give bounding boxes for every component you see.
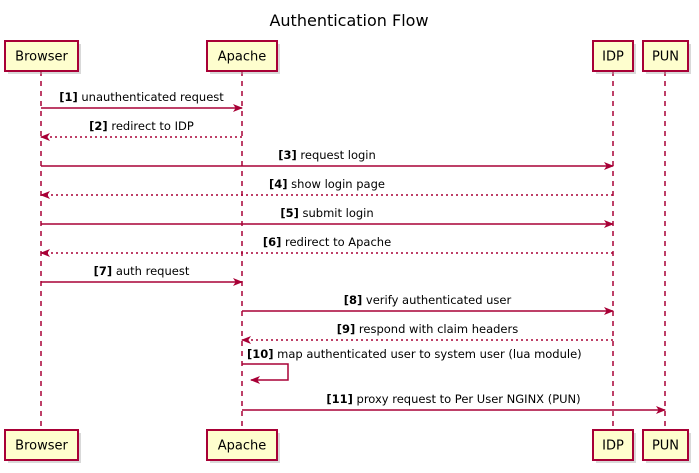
message-text: verify authenticated user (362, 293, 511, 307)
message-label: [5] submit login (280, 206, 373, 220)
message-label: [2] redirect to IDP (89, 119, 194, 133)
participant-foot-idp[interactable]: IDP (592, 429, 636, 463)
message-number: [10] (247, 347, 274, 361)
message-text: map authenticated user to system user (l… (274, 347, 582, 361)
message-3[interactable]: [3] request login (41, 148, 614, 170)
message-10[interactable]: [10] map authenticated user to system us… (242, 347, 582, 384)
message-label: [6] redirect to Apache (263, 235, 391, 249)
message-text: submit login (299, 206, 374, 220)
participant-foot-apache[interactable]: Apache (206, 429, 280, 463)
message-number: [1] (59, 90, 78, 104)
participant-head-browser[interactable]: Browser (4, 40, 81, 74)
participant-box (4, 429, 79, 461)
message-text: unauthenticated request (78, 90, 225, 104)
participant-foot-pun[interactable]: PUN (642, 429, 691, 463)
message-text: redirect to IDP (108, 119, 194, 133)
message-self-loop (242, 363, 289, 384)
message-5[interactable]: [5] submit login (41, 206, 614, 228)
participant-foot-browser[interactable]: Browser (4, 429, 81, 463)
page-title: Authentication Flow (269, 11, 428, 30)
participant-box (592, 40, 634, 72)
message-label: [3] request login (278, 148, 376, 162)
participant-feet-layer: Browser Apache IDP PUN (4, 429, 691, 463)
message-label: [1] unauthenticated request (59, 90, 224, 104)
participant-head-pun[interactable]: PUN (642, 40, 691, 74)
message-number: [6] (263, 235, 282, 249)
participant-label-pun: PUN (652, 50, 679, 65)
message-text: proxy request to Per User NGINX (PUN) (353, 392, 581, 406)
message-label: [9] respond with claim headers (337, 322, 518, 336)
participant-box (642, 40, 689, 72)
participant-label-idp: IDP (602, 439, 624, 454)
messages-layer: [1] unauthenticated request [2] redirect … (40, 90, 666, 414)
message-text: respond with claim headers (355, 322, 518, 336)
message-label: [11] proxy request to Per User NGINX (PU… (326, 392, 580, 406)
participant-box (642, 429, 689, 461)
participant-box (206, 429, 278, 461)
message-number: [3] (278, 148, 297, 162)
participant-label-apache: Apache (218, 50, 267, 65)
message-number: [4] (269, 177, 288, 191)
message-6[interactable]: [6] redirect to Apache (40, 235, 613, 257)
participant-head-apache[interactable]: Apache (206, 40, 280, 74)
message-label: [10] map authenticated user to system us… (247, 347, 582, 361)
participant-head-idp[interactable]: IDP (592, 40, 636, 74)
participant-box (206, 40, 278, 72)
participant-label-pun: PUN (652, 439, 679, 454)
message-11[interactable]: [11] proxy request to Per User NGINX (PU… (242, 392, 666, 414)
message-2[interactable]: [2] redirect to IDP (40, 119, 242, 141)
message-text: request login (297, 148, 376, 162)
message-number: [5] (280, 206, 299, 220)
participant-label-idp: IDP (602, 50, 624, 65)
participant-label-browser: Browser (15, 439, 68, 454)
message-label: [8] verify authenticated user (344, 293, 512, 307)
participant-box (4, 40, 79, 72)
message-1[interactable]: [1] unauthenticated request (41, 90, 243, 112)
message-number: [8] (344, 293, 363, 307)
message-label: [7] auth request (94, 264, 190, 278)
message-number: [2] (89, 119, 108, 133)
message-number: [11] (326, 392, 353, 406)
participant-label-apache: Apache (218, 439, 267, 454)
message-label: [4] show login page (269, 177, 385, 191)
message-9[interactable]: [9] respond with claim headers (241, 322, 613, 344)
participant-label-browser: Browser (15, 50, 68, 65)
participant-heads-layer: Browser Apache IDP PUN (4, 40, 691, 74)
message-text: auth request (112, 264, 190, 278)
message-4[interactable]: [4] show login page (40, 177, 613, 199)
message-text: redirect to Apache (281, 235, 391, 249)
message-7[interactable]: [7] auth request (41, 264, 243, 286)
message-number: [9] (337, 322, 356, 336)
participant-box (592, 429, 634, 461)
message-8[interactable]: [8] verify authenticated user (242, 293, 614, 315)
message-text: show login page (288, 177, 385, 191)
message-number: [7] (94, 264, 113, 278)
